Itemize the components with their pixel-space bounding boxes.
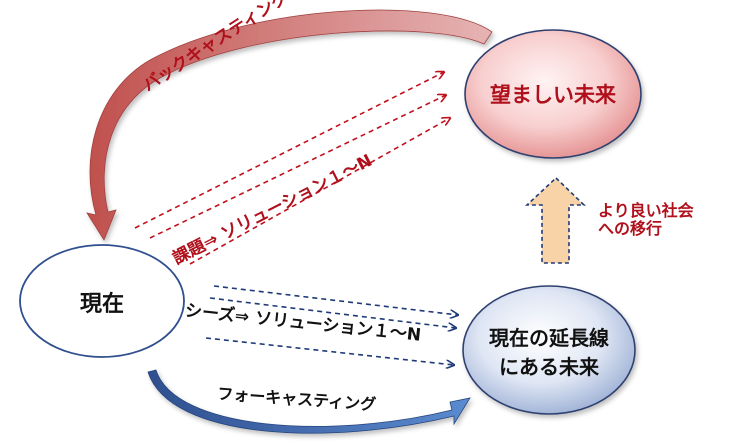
- desired-future-label: 望ましい未来: [490, 83, 616, 107]
- seed-arrow-3: [205, 337, 454, 365]
- extended-future-node: [462, 285, 636, 415]
- transition-label-line1: より良い社会: [598, 201, 694, 220]
- seed-arrow-1: [213, 285, 458, 315]
- issue-arrow-2: [149, 95, 446, 239]
- desired-future-node: [464, 29, 642, 159]
- transition-label: より良い社会 への移行: [598, 201, 694, 239]
- backcasting-arc-arrow: [86, 9, 493, 241]
- extended-future-label: 現在の延長線 にある未来: [463, 316, 635, 386]
- issue-arrow-3: [189, 118, 450, 265]
- transition-up-arrow: [524, 176, 586, 264]
- forecasting-arc-arrow: [147, 369, 471, 434]
- present-label: 現在: [79, 292, 124, 317]
- extended-future-label-line1: 現在の延長線: [489, 326, 609, 350]
- issue-arrow-1: [134, 72, 444, 229]
- extended-future-label-line2: にある未来: [499, 355, 599, 379]
- present-node: [19, 244, 185, 358]
- transition-label-line2: への移行: [598, 219, 663, 239]
